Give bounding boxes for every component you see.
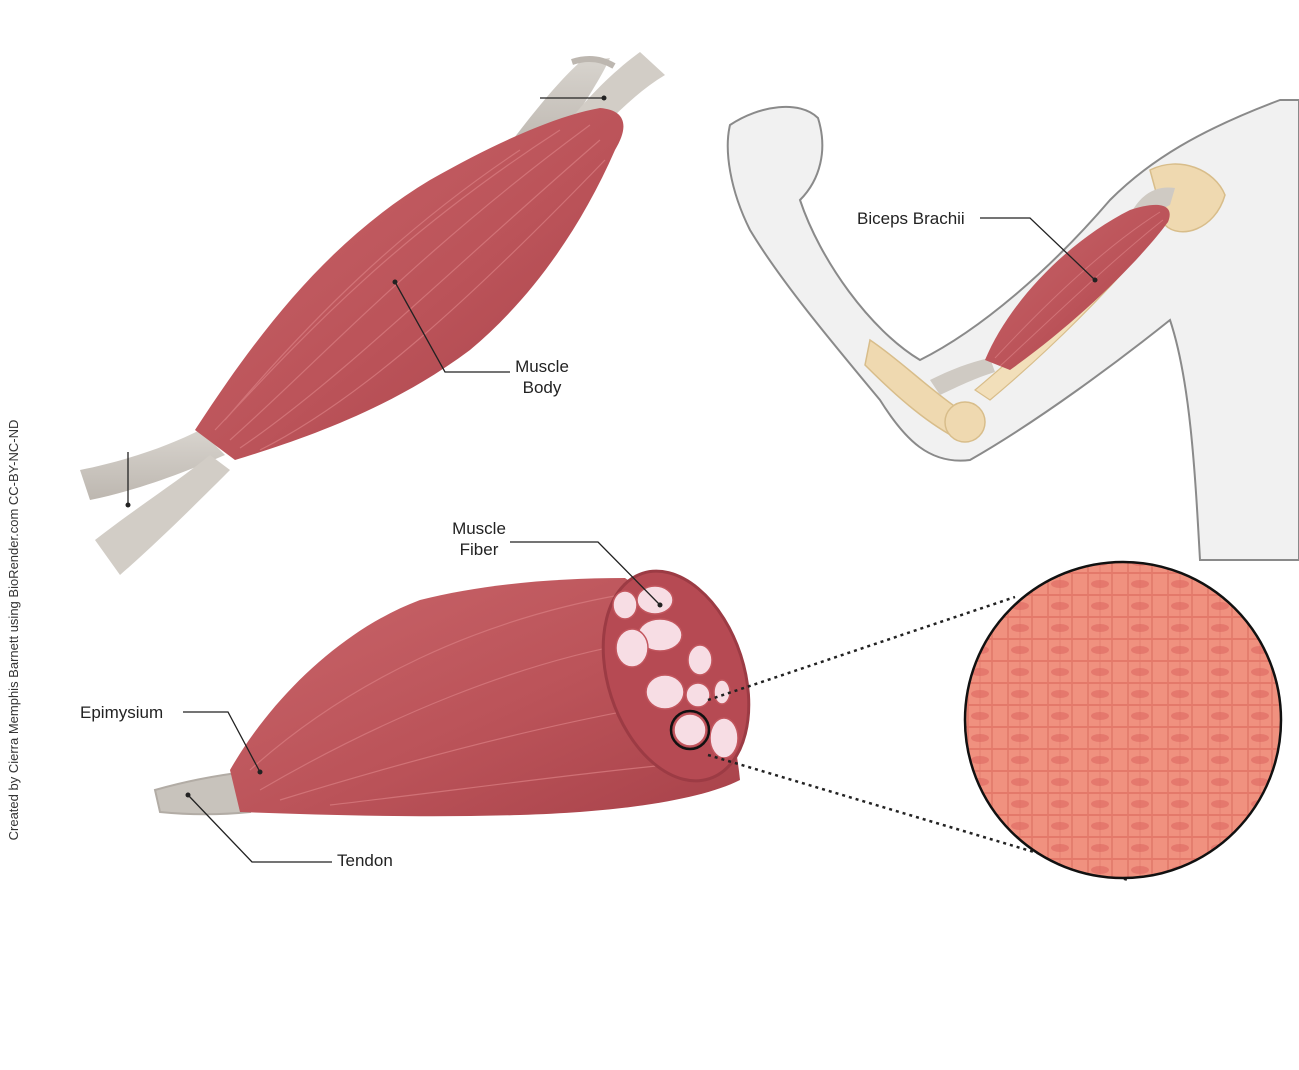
- flexed-arm: [726, 99, 1299, 561]
- tendon-label: Tendon: [337, 851, 393, 870]
- muscle-anatomy-diagram: [80, 52, 1299, 882]
- biceps-leader: [980, 217, 1096, 281]
- tendon-leader: [187, 794, 332, 863]
- muscle-belly: [195, 108, 624, 460]
- leader-lines: [127, 97, 1096, 863]
- lower-tendon: [80, 430, 225, 500]
- upper-tendon: [505, 58, 610, 150]
- isolated-muscle: [80, 52, 665, 575]
- myofibril-magnification: [707, 560, 1283, 882]
- epimysium-leader: [183, 711, 261, 773]
- magnify-circle: [669, 709, 711, 751]
- epimysium-label: Epimysium: [80, 703, 164, 722]
- muscle-body-label: Muscle Body: [515, 357, 569, 397]
- muscle-body-leader: [394, 281, 510, 373]
- muscle-cross-section: [153, 569, 751, 817]
- credit-text: Created by Cierra Memphis Barnett using …: [6, 419, 21, 841]
- muscle-fibers: [612, 585, 739, 759]
- muscle-fiber-label: Muscle Fiber: [452, 519, 506, 559]
- biceps-brachii-label: Biceps Brachii: [857, 209, 965, 228]
- lower-tendon-2: [95, 455, 230, 575]
- biceps-muscle: [985, 204, 1170, 370]
- muscle-fiber-leader: [510, 541, 661, 606]
